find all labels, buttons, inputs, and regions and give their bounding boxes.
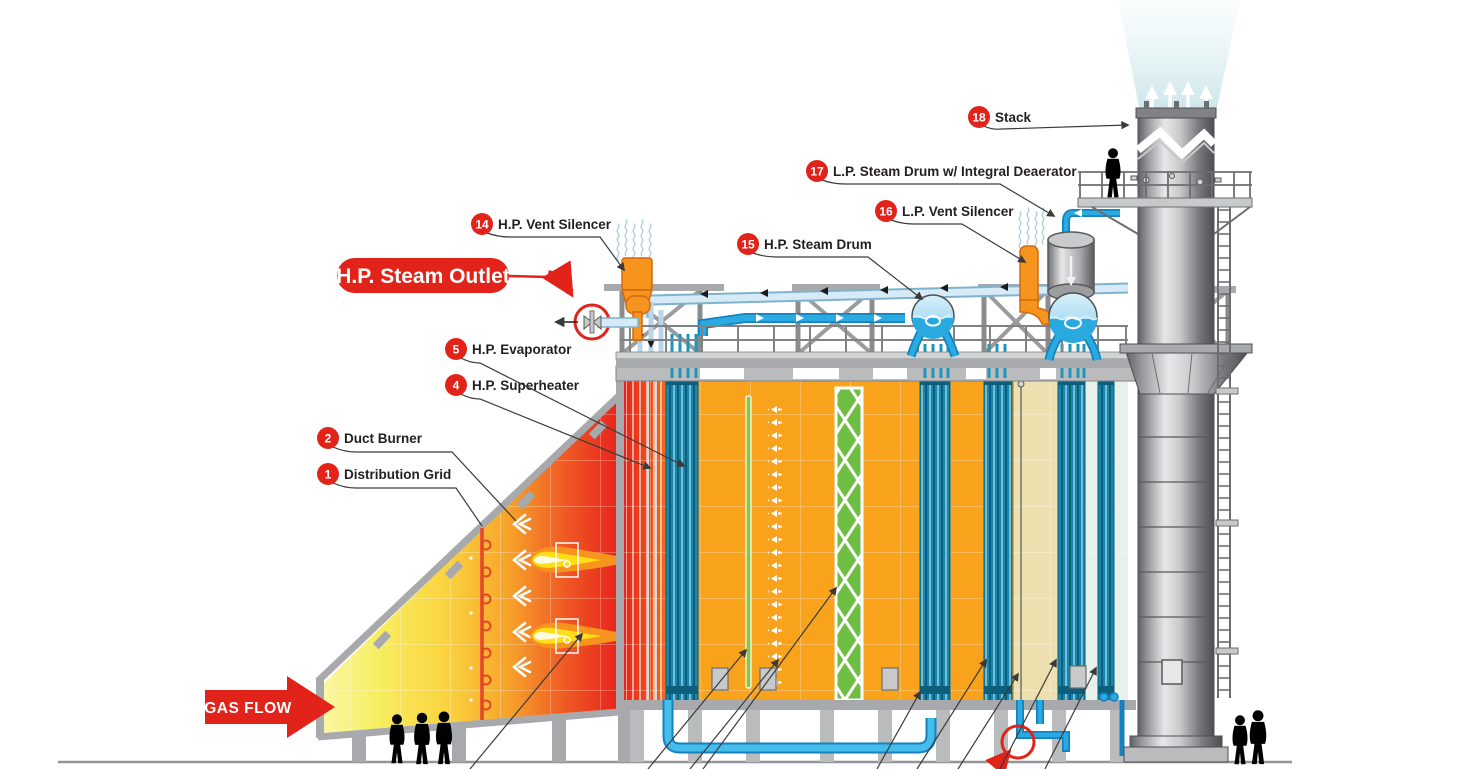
bottom-leader-lines	[469, 586, 1097, 769]
gas-flow-label: GAS FLOW	[204, 700, 292, 717]
callout-badge	[806, 160, 828, 182]
injection-grid	[745, 395, 752, 689]
scr-catalyst	[834, 386, 864, 702]
person-on-platform	[1105, 148, 1121, 198]
outlet-valve-icon	[583, 310, 639, 334]
callout-badge	[317, 463, 339, 485]
callout-number: 2	[325, 432, 332, 446]
tube-bank	[1097, 377, 1115, 706]
tube-bank	[1057, 377, 1086, 706]
lp-deaerator-vessel	[1047, 209, 1120, 301]
callout-1: 1 Distribution Grid	[317, 463, 483, 527]
hp-steam-outlet-callout: H.P. Steam Outlet	[336, 258, 639, 341]
roof-slots	[700, 367, 1056, 379]
red-pointer-arrow	[541, 260, 574, 298]
boiler-floor	[616, 700, 1136, 710]
callout-badge	[445, 374, 467, 396]
stack-fittings	[1130, 173, 1222, 186]
gas-flow-callout: GAS FLOW	[204, 676, 335, 738]
callout-17: 17 L.P. Steam Drum w/ Integral Deaerator	[806, 160, 1077, 217]
callout-number: 5	[453, 343, 460, 357]
boiler-left-wall	[616, 368, 624, 708]
callout-label: H.P. Vent Silencer	[498, 217, 612, 232]
callout-15: 15 H.P. Steam Drum	[737, 233, 924, 301]
gas-flow-arrow	[205, 676, 335, 738]
callout-2: 2 Duct Burner	[317, 427, 517, 522]
callout-18: 18 Stack	[968, 106, 1130, 130]
duct-bottom-wall	[317, 706, 645, 741]
access-doors	[711, 665, 1087, 691]
walkway	[615, 325, 1131, 368]
callout-badge	[737, 233, 759, 255]
flow-arrows-right	[756, 314, 882, 322]
callout-number: 4	[453, 379, 460, 393]
co-catalyst-arrows	[768, 400, 782, 690]
callout-number: 16	[879, 205, 893, 219]
stack-access-door	[1161, 659, 1183, 685]
stack-ladder	[1215, 207, 1239, 698]
callout-label: Duct Burner	[344, 431, 423, 446]
people-left	[389, 711, 453, 765]
callout-label: H.P. Superheater	[472, 378, 580, 393]
stack-base	[1123, 746, 1229, 763]
callout-number: 14	[475, 218, 489, 232]
duct-top-wall	[315, 369, 647, 684]
hp-steam-drum	[906, 294, 960, 358]
callout-number: 18	[972, 111, 986, 125]
callout-badge	[317, 427, 339, 449]
callout-badge	[471, 213, 493, 235]
callout-label: Distribution Grid	[344, 467, 451, 482]
hp-superheater-tubes	[626, 380, 666, 705]
callout-badge	[875, 200, 897, 222]
lower-piping	[662, 692, 1125, 756]
steam-outlet-pill	[337, 258, 509, 293]
distribution-grid	[469, 528, 492, 720]
tube-bank	[983, 377, 1013, 706]
callout-label: L.P. Steam Drum w/ Integral Deaerator	[833, 164, 1077, 179]
blowdown-callout	[985, 724, 1036, 769]
tube-bank	[919, 377, 951, 706]
callout-label: H.P. Steam Drum	[764, 237, 872, 252]
stack	[1077, 0, 1253, 763]
callout-14: 14 H.P. Vent Silencer	[471, 213, 625, 272]
red-arrow-icon	[985, 749, 1012, 769]
callout-label: L.P. Vent Silencer	[902, 204, 1014, 219]
highlight-circle	[1000, 724, 1036, 760]
lp-steam-drum	[1044, 292, 1102, 361]
stack-break-band	[1135, 126, 1217, 160]
callout-badge	[445, 338, 467, 360]
callout-16: 16 L.P. Vent Silencer	[875, 200, 1027, 263]
callout-badge	[968, 106, 990, 128]
boiler-casing	[615, 365, 1137, 762]
callout-label: H.P. Evaporator	[472, 342, 572, 357]
callout-4: 4 H.P. Superheater	[445, 374, 652, 470]
callout-number: 1	[325, 468, 332, 482]
callout-5: 5 H.P. Evaporator	[445, 338, 686, 467]
exhaust-plume	[1118, 0, 1240, 112]
callout-label: Stack	[995, 110, 1032, 125]
people-right	[1232, 710, 1267, 765]
callout-number: 15	[741, 238, 755, 252]
hp-evaporator-bank	[665, 377, 699, 706]
steam-outlet-label: H.P. Steam Outlet	[336, 265, 510, 288]
callout-number: 17	[810, 165, 824, 179]
